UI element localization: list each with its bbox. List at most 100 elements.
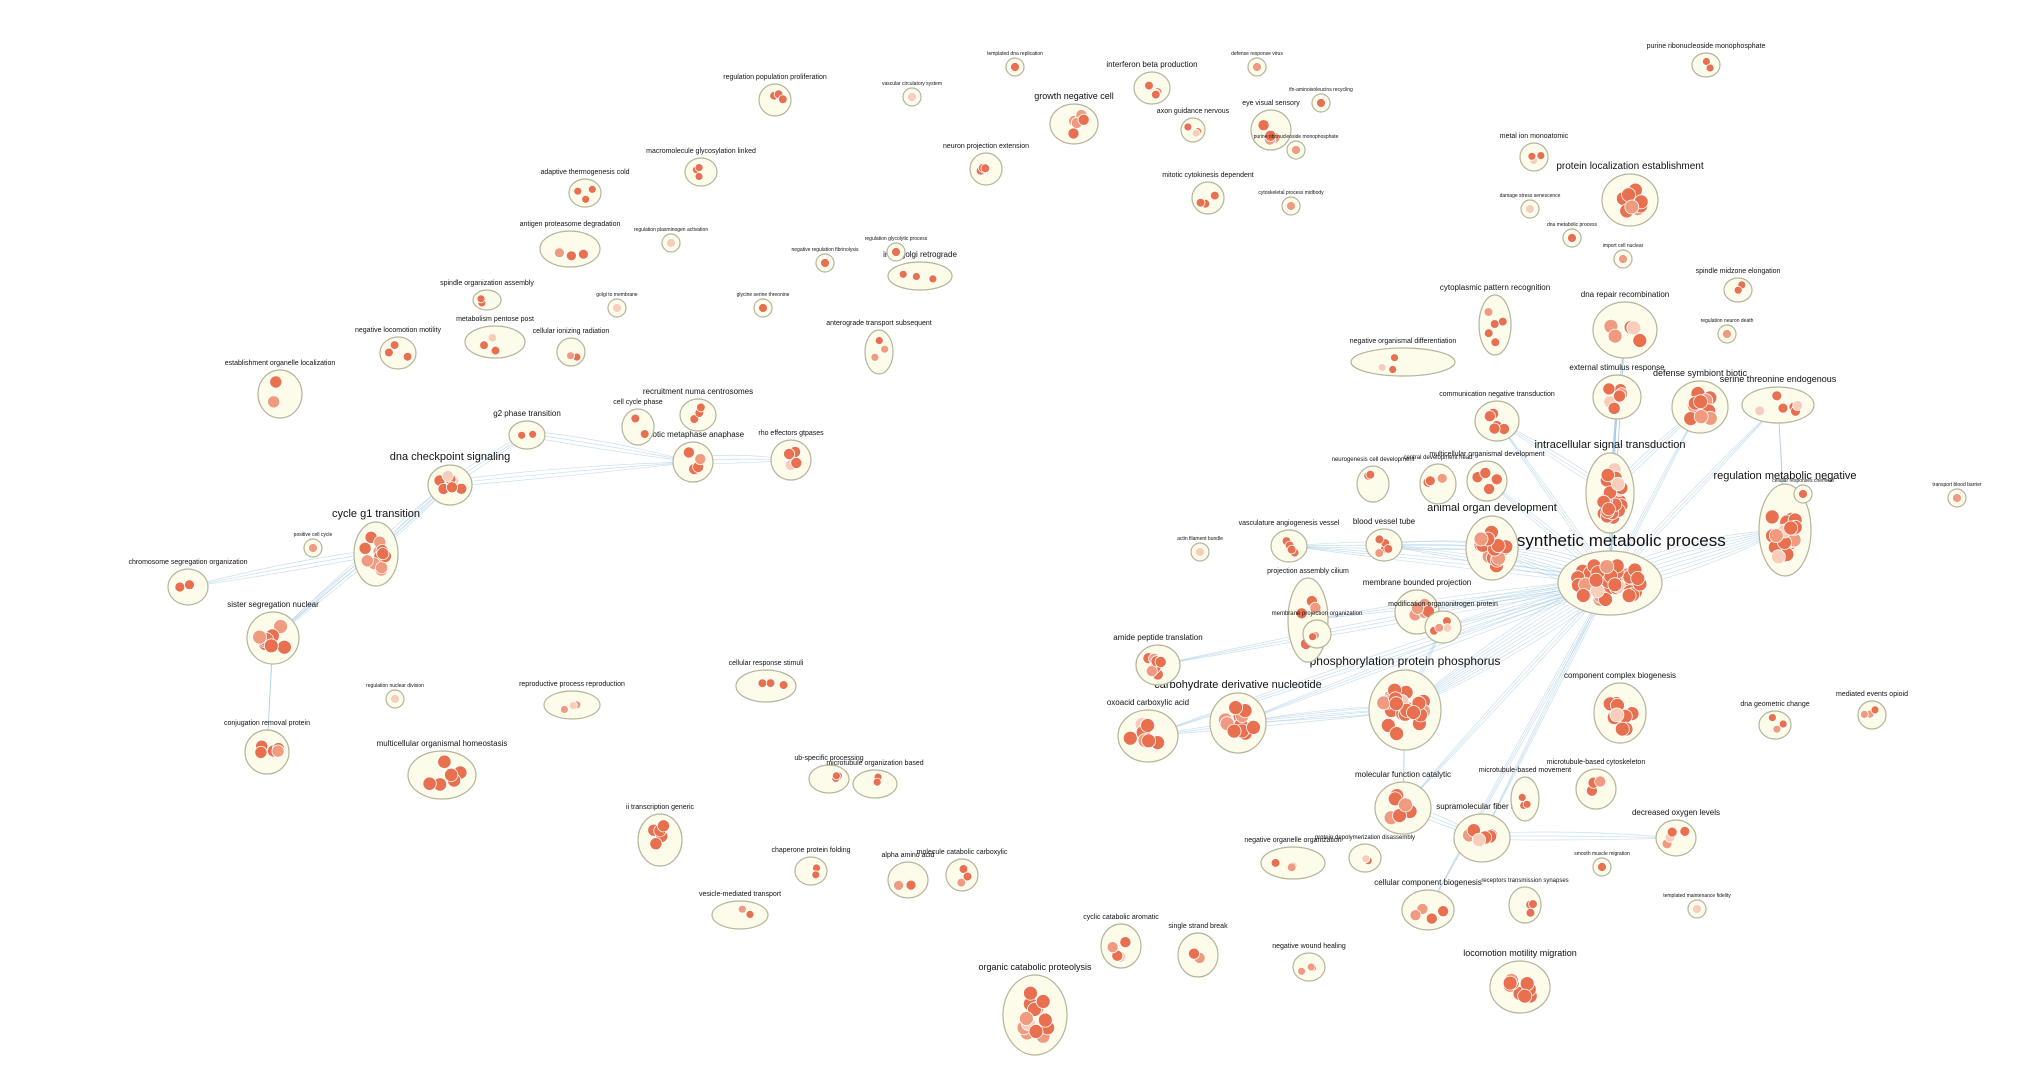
term-node[interactable] (891, 247, 901, 257)
term-node[interactable] (1291, 145, 1301, 155)
term-node[interactable] (252, 629, 268, 645)
term-node[interactable] (682, 446, 695, 459)
term-node[interactable] (1601, 501, 1616, 517)
term-node[interactable] (1621, 187, 1636, 203)
cluster-cycle-g1-transition[interactable]: cycle g1 transition (332, 508, 420, 587)
term-node[interactable] (1122, 730, 1138, 746)
term-node[interactable] (1860, 710, 1869, 719)
cluster-mediated-events-opioid[interactable]: mediated events opioid (1836, 691, 1908, 730)
term-node[interactable] (649, 837, 663, 851)
cluster-molecular-function-catalytic[interactable]: molecular function catalytic (1355, 770, 1451, 835)
cluster-adaptive-thermogenesis-cold[interactable]: adaptive thermogenesis cold (540, 169, 630, 208)
term-node[interactable] (1594, 775, 1607, 788)
term-node[interactable] (1483, 482, 1496, 495)
term-negative-regulation-fibrinolysis[interactable]: negative regulation fibrinolysis (792, 247, 859, 273)
term-node[interactable] (1252, 62, 1262, 72)
term-node[interactable] (1183, 122, 1193, 132)
cluster-membrane-projection-organization[interactable]: membrane projection organization (1272, 611, 1363, 649)
term-templated-maintenance-fidelity[interactable]: templated maintenance fidelity (1663, 893, 1731, 919)
term-node[interactable] (437, 754, 452, 769)
term-node[interactable] (956, 877, 967, 888)
cluster-interferon-beta-production[interactable]: interferon beta production (1106, 60, 1198, 105)
term-node[interactable] (811, 870, 821, 880)
term-node[interactable] (566, 250, 577, 262)
term-node[interactable] (554, 247, 565, 259)
cluster-microtubule-based-movement[interactable]: microtubule-based movement (1479, 767, 1571, 822)
term-node[interactable] (1778, 719, 1788, 729)
term-node[interactable] (1525, 204, 1535, 214)
cluster-conjugation-removal-protein[interactable]: conjugation removal protein (224, 720, 310, 775)
term-node[interactable] (1575, 588, 1591, 603)
term-node[interactable] (1246, 720, 1261, 735)
term-node[interactable] (1067, 127, 1080, 140)
term-node[interactable] (1411, 601, 1425, 615)
term-node[interactable] (1141, 733, 1156, 749)
term-cellular-responses-chemical[interactable]: cellular responses chemical (1772, 478, 1834, 504)
cluster-ii-transcription-generic[interactable]: ii transcription generic (626, 804, 695, 867)
term-node[interactable] (1195, 197, 1206, 208)
term-node[interactable] (479, 340, 489, 351)
term-node[interactable] (765, 678, 776, 688)
term-node[interactable] (832, 771, 841, 781)
term-node[interactable] (1479, 466, 1492, 479)
term-node[interactable] (1388, 365, 1398, 374)
cluster-cell-cycle-phase[interactable]: cell cycle phase (613, 399, 663, 446)
term-node[interactable] (657, 819, 671, 833)
cluster-molecule-catabolic-carboxylic[interactable]: molecule catabolic carboxylic (917, 849, 1008, 892)
cluster-decreased-oxygen-levels[interactable]: decreased oxygen levels (1632, 808, 1720, 857)
cluster-negative-locomotion-motility[interactable]: negative locomotion motility (355, 327, 441, 370)
term-templated-dna-replication[interactable]: templated dna replication (987, 51, 1043, 77)
cluster-cellular-ionizing-radiation[interactable]: cellular ionizing radiation (533, 328, 610, 367)
term-regulation-glycolytic-process[interactable]: regulation glycolytic process (865, 236, 928, 262)
term-node[interactable] (422, 776, 437, 791)
cluster-ub-specific-processing[interactable]: ub-specific processing (794, 755, 864, 794)
term-node[interactable] (1140, 718, 1155, 733)
term-node[interactable] (1489, 319, 1500, 329)
cluster-intracellular-signal-transduction[interactable]: intracellular signal transduction (1534, 439, 1686, 534)
cluster-blood-vessel-tube[interactable]: blood vessel tube (1353, 517, 1416, 562)
cluster-multicellular-organismal-homeostasis[interactable]: multicellular organismal homeostasis (377, 739, 508, 800)
term-node[interactable] (757, 678, 768, 688)
term-node[interactable] (1286, 862, 1297, 873)
term-node[interactable] (568, 701, 578, 710)
term-actin-filament-bundle[interactable]: actin filament bundle (1177, 536, 1223, 562)
term-node[interactable] (1666, 826, 1678, 838)
term-node[interactable] (694, 163, 704, 173)
term-node[interactable] (269, 375, 283, 389)
cluster-component-complex-biogenesis[interactable]: component complex biogenesis (1564, 671, 1676, 744)
term-node[interactable] (1693, 394, 1708, 410)
term-node[interactable] (1536, 151, 1546, 161)
cluster-regulation-metabolic-negative[interactable]: regulation metabolic negative (1713, 470, 1857, 577)
term-defense-response-virus[interactable]: defense response virus (1231, 51, 1283, 77)
term-node[interactable] (1528, 899, 1538, 909)
cluster-central-development-head[interactable]: central development head (1403, 455, 1473, 505)
term-node[interactable] (958, 864, 969, 874)
cluster-defense-symbiont-biotic[interactable]: defense symbiont biotic (1653, 368, 1748, 434)
term-node[interactable] (1442, 623, 1453, 633)
cluster-recruitment-numa-centrosomes[interactable]: recruitment numa centrosomes (643, 387, 753, 432)
term-node[interactable] (1023, 985, 1038, 1001)
term-node[interactable] (1768, 528, 1784, 543)
cluster-antigen-proteasome-degradation[interactable]: antigen proteasome degradation (520, 221, 621, 268)
cluster-carbohydrate-derivative-nucleotide[interactable]: carbohydrate derivative nucleotide (1154, 679, 1322, 754)
cluster-vasculature-angiogenesis-vessel[interactable]: vasculature angiogenesis vessel (1239, 520, 1340, 563)
cluster-cyclic-catabolic-aromatic[interactable]: cyclic catabolic aromatic (1083, 914, 1159, 969)
term-node[interactable] (1398, 797, 1413, 813)
term-node[interactable] (1316, 98, 1326, 108)
term-node[interactable] (1498, 316, 1508, 327)
cluster-single-strand-break[interactable]: single strand break (1168, 923, 1228, 978)
term-node[interactable] (1600, 467, 1615, 483)
term-node[interactable] (390, 694, 400, 704)
cluster-negative-organelle-organization[interactable]: negative organelle organization (1244, 837, 1342, 880)
cluster-cellular-component-biogenesis[interactable]: cellular component biogenesis (1374, 878, 1482, 931)
term-node[interactable] (1693, 409, 1709, 425)
term-node[interactable] (1191, 128, 1201, 138)
term-node[interactable] (1483, 307, 1494, 317)
term-node[interactable] (490, 345, 501, 356)
term-node[interactable] (820, 258, 830, 268)
term-node[interactable] (1309, 601, 1322, 614)
term-node[interactable] (1798, 489, 1808, 499)
term-node[interactable] (1597, 862, 1607, 872)
cluster-neuron-projection-extension[interactable]: neuron projection extension (943, 143, 1029, 186)
cluster-vesicle-mediated-transport[interactable]: vesicle-mediated transport (699, 891, 781, 930)
